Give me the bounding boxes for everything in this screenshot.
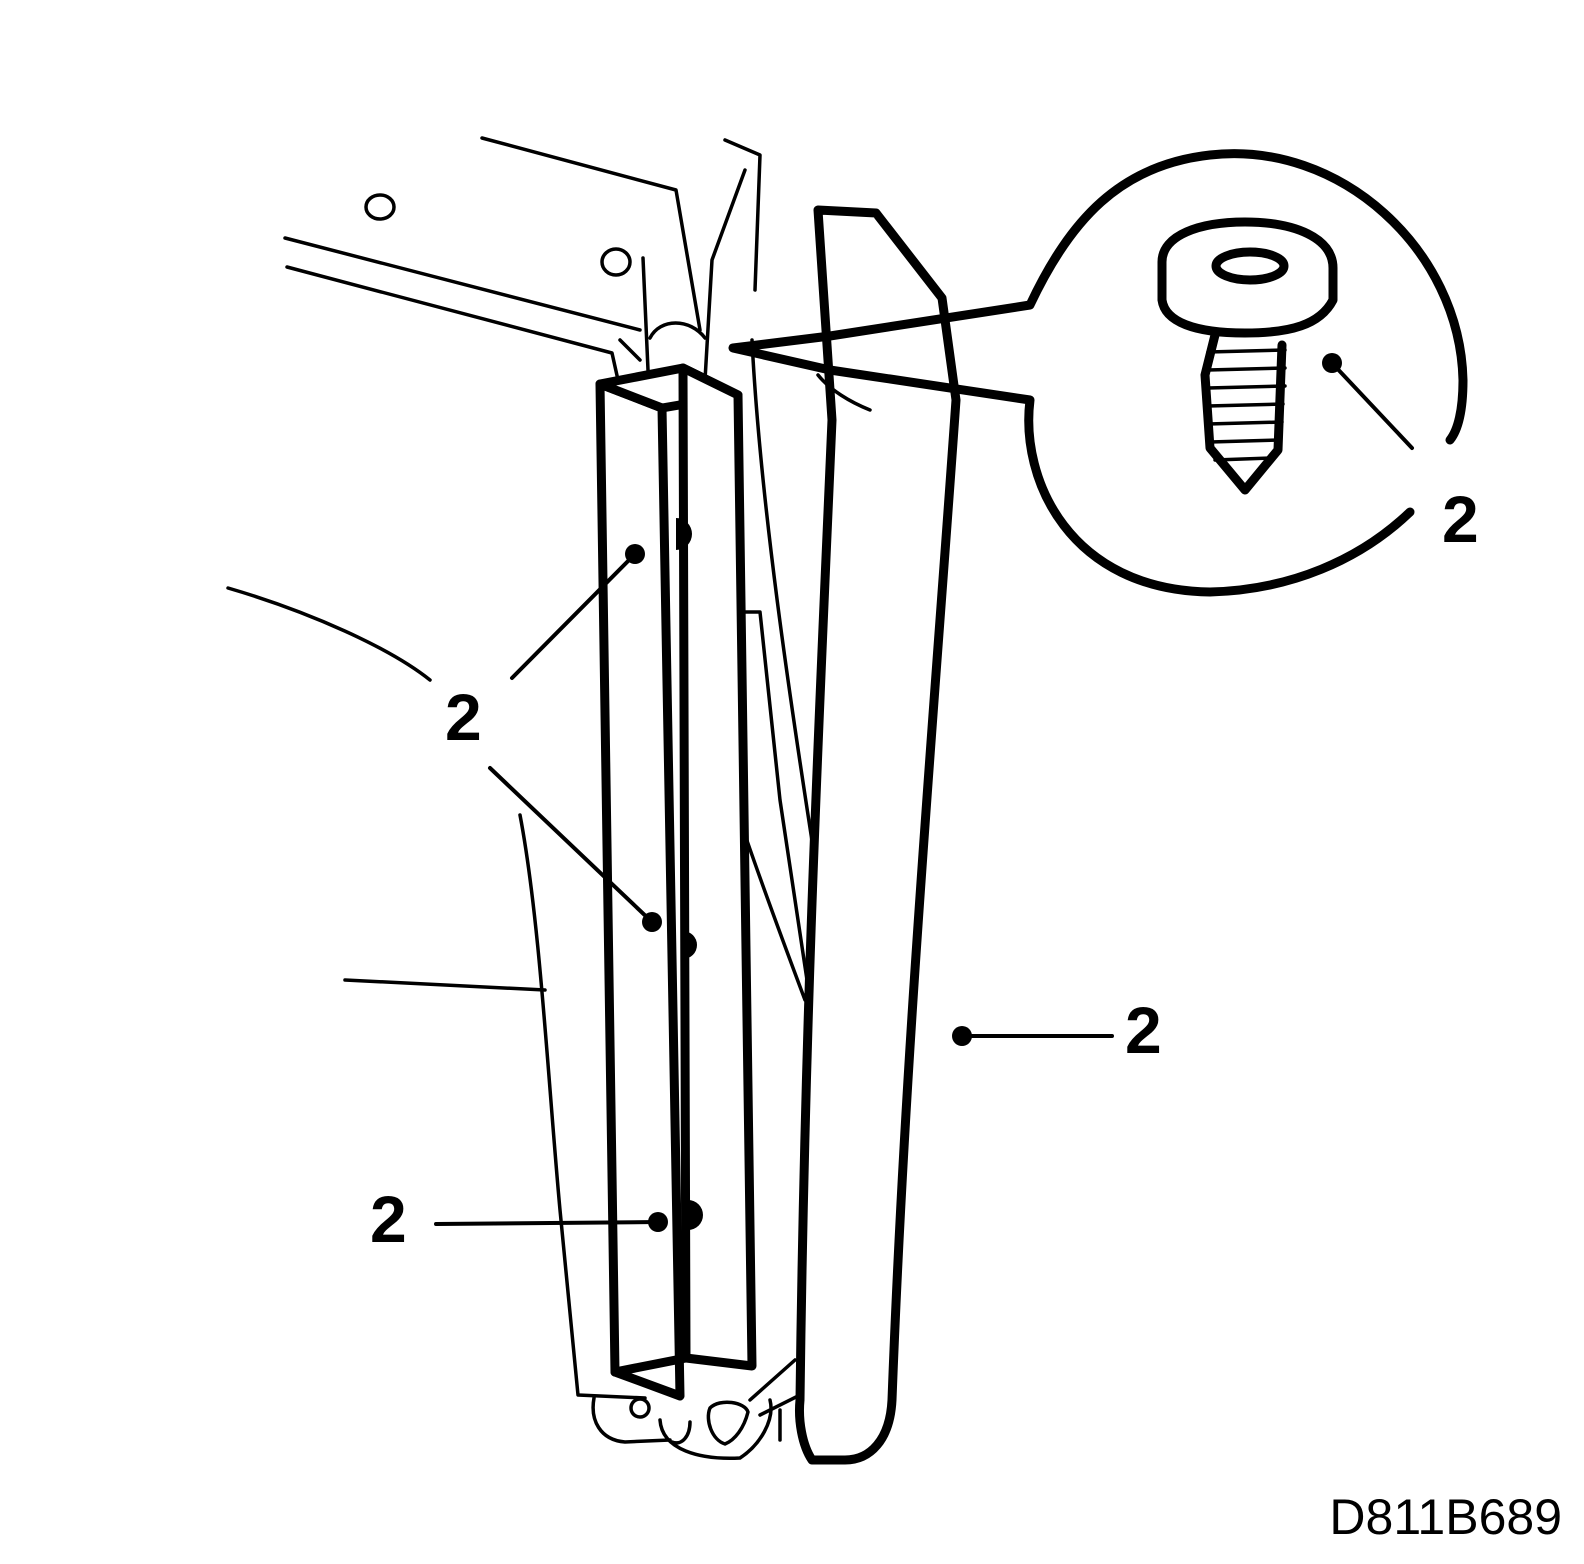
callout-leaders <box>434 353 1414 1232</box>
body-outline <box>226 136 902 1460</box>
left-pillar-trim <box>595 363 757 1401</box>
callout-label-lower-left: 2 <box>370 1182 407 1256</box>
screw-detail-bubble <box>728 149 1468 597</box>
right-trim-strip <box>795 205 961 1465</box>
callout-label-right-trim: 2 <box>1125 993 1162 1067</box>
reference-code: D811B689 <box>1329 1489 1562 1545</box>
callout-label-upper-left: 2 <box>445 680 482 754</box>
callout-label-screw: 2 <box>1442 482 1479 556</box>
